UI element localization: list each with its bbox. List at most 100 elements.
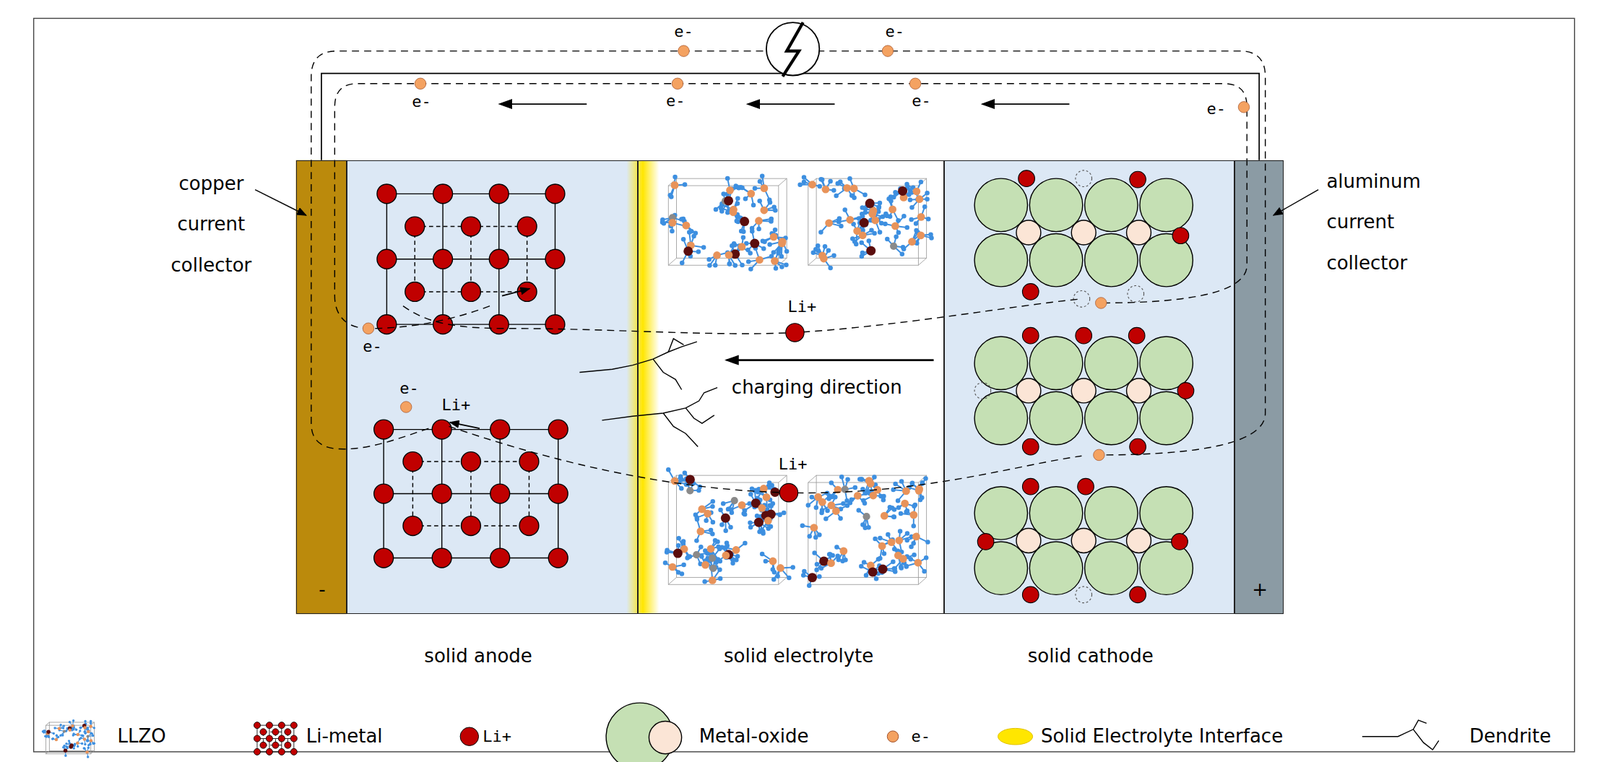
current-collector: - (296, 160, 348, 615)
oxygen-atom (790, 564, 795, 570)
unit-cell-edge (808, 475, 817, 483)
lithium-atom (461, 282, 482, 302)
legend-label: LLZO (117, 725, 166, 748)
oxygen-atom (735, 196, 740, 201)
oxygen-atom (686, 554, 691, 560)
electron-flow-arrow (982, 103, 1070, 105)
lithium-atom (260, 728, 267, 736)
region-label: solid electrolyte (723, 645, 874, 669)
oxygen-atom (681, 562, 686, 568)
oxygen-atom (702, 548, 708, 553)
zirconium-atom (866, 246, 876, 256)
oxygen-atom (891, 514, 896, 519)
oxygen-atom (83, 743, 86, 746)
oxygen-atom (911, 503, 916, 508)
oxygen-atom (823, 516, 828, 521)
lithium-atom (284, 741, 292, 749)
legend-label: Solid Electrolyte Interface (1040, 725, 1283, 748)
oxygen-atom (816, 574, 822, 579)
lithium-site (85, 750, 89, 755)
lithium-site (764, 517, 773, 526)
electron-flow-arrow (747, 103, 835, 105)
lithium-site (707, 544, 716, 553)
oxygen-atom (682, 470, 687, 475)
electron (678, 45, 690, 58)
lithium-site (696, 527, 705, 536)
oxygen-atom (860, 205, 865, 210)
oxygen-atom (908, 217, 914, 222)
oxygen-atom (45, 735, 48, 738)
ion-insertion-arrow (502, 288, 530, 297)
oxygen-atom (91, 742, 94, 745)
lithium-atom (433, 184, 453, 204)
oxygen-atom (80, 742, 84, 745)
oxygen-atom (923, 476, 928, 481)
lithium-atom (253, 748, 261, 755)
load-symbol (766, 22, 820, 76)
oxygen-atom (736, 185, 742, 190)
oxygen-atom (921, 569, 927, 574)
lithium-site (819, 254, 828, 263)
oxygen-atom (806, 582, 812, 588)
lithium-site (913, 559, 922, 568)
unit-cell-edge (49, 722, 94, 752)
metal-oxide-layer (974, 486, 1193, 596)
lithium-site (818, 498, 827, 507)
oxygen-atom (710, 499, 716, 504)
lithium-atom (290, 735, 297, 742)
oxygen-atom (827, 265, 833, 271)
oxygen-atom (896, 230, 901, 235)
leader-line (254, 189, 307, 216)
oxygen-atom (779, 254, 784, 259)
oxygen-atom (748, 525, 753, 530)
electrolyte-fill (637, 160, 945, 614)
electron-label: e- (666, 91, 686, 111)
oxygen-atom (900, 252, 905, 257)
lithium-site (853, 226, 862, 235)
lithium-site (762, 493, 771, 502)
oxygen-atom (783, 262, 789, 268)
lithium-ion (1129, 438, 1147, 456)
oxygen-atom (899, 478, 904, 484)
oxygen-atom (850, 236, 855, 241)
lithium-site (712, 251, 721, 260)
circuit-wire (321, 73, 1260, 161)
lithium-atom (265, 722, 273, 729)
oxygen-atom (860, 213, 865, 219)
lattice-edge (386, 193, 555, 195)
oxygen-atom (748, 266, 753, 271)
lightning-bolt (782, 22, 803, 77)
lithium-atom (490, 483, 510, 504)
oxygen-atom (752, 185, 758, 190)
cathode-region: solid cathode (944, 160, 1236, 615)
oxygen-atom (911, 523, 916, 529)
oxygen-atom (91, 732, 94, 735)
polarity-sign: - (318, 579, 326, 602)
oxygen-atom (908, 556, 914, 562)
oxygen-atom (78, 729, 81, 732)
oxygen-atom (727, 261, 732, 266)
oxygen-atom (827, 179, 833, 184)
oxygen-atom (676, 543, 681, 548)
lithium-site (732, 546, 741, 555)
oxygen-atom (676, 569, 681, 575)
lithium-atom (278, 748, 285, 755)
oxygen-atom (85, 739, 89, 742)
zirconium-atom (878, 564, 888, 575)
electron (414, 78, 427, 90)
oxygen-atom (65, 742, 68, 745)
oxygen-atom (67, 739, 71, 742)
oxygen-atom (890, 559, 895, 565)
oxygen-atom (819, 510, 824, 516)
oxygen-atom (745, 247, 750, 253)
oxygen-atom (858, 564, 864, 569)
oxygen-atom (761, 246, 766, 251)
lithium-site (887, 538, 896, 547)
dendrite (601, 387, 718, 421)
oxygen-atom (749, 228, 755, 234)
oxygen-atom (898, 565, 903, 570)
lithium-ion (1077, 478, 1095, 495)
lithium-atom (519, 516, 539, 536)
oxygen-atom (907, 197, 913, 203)
oxygen-atom (918, 179, 924, 185)
